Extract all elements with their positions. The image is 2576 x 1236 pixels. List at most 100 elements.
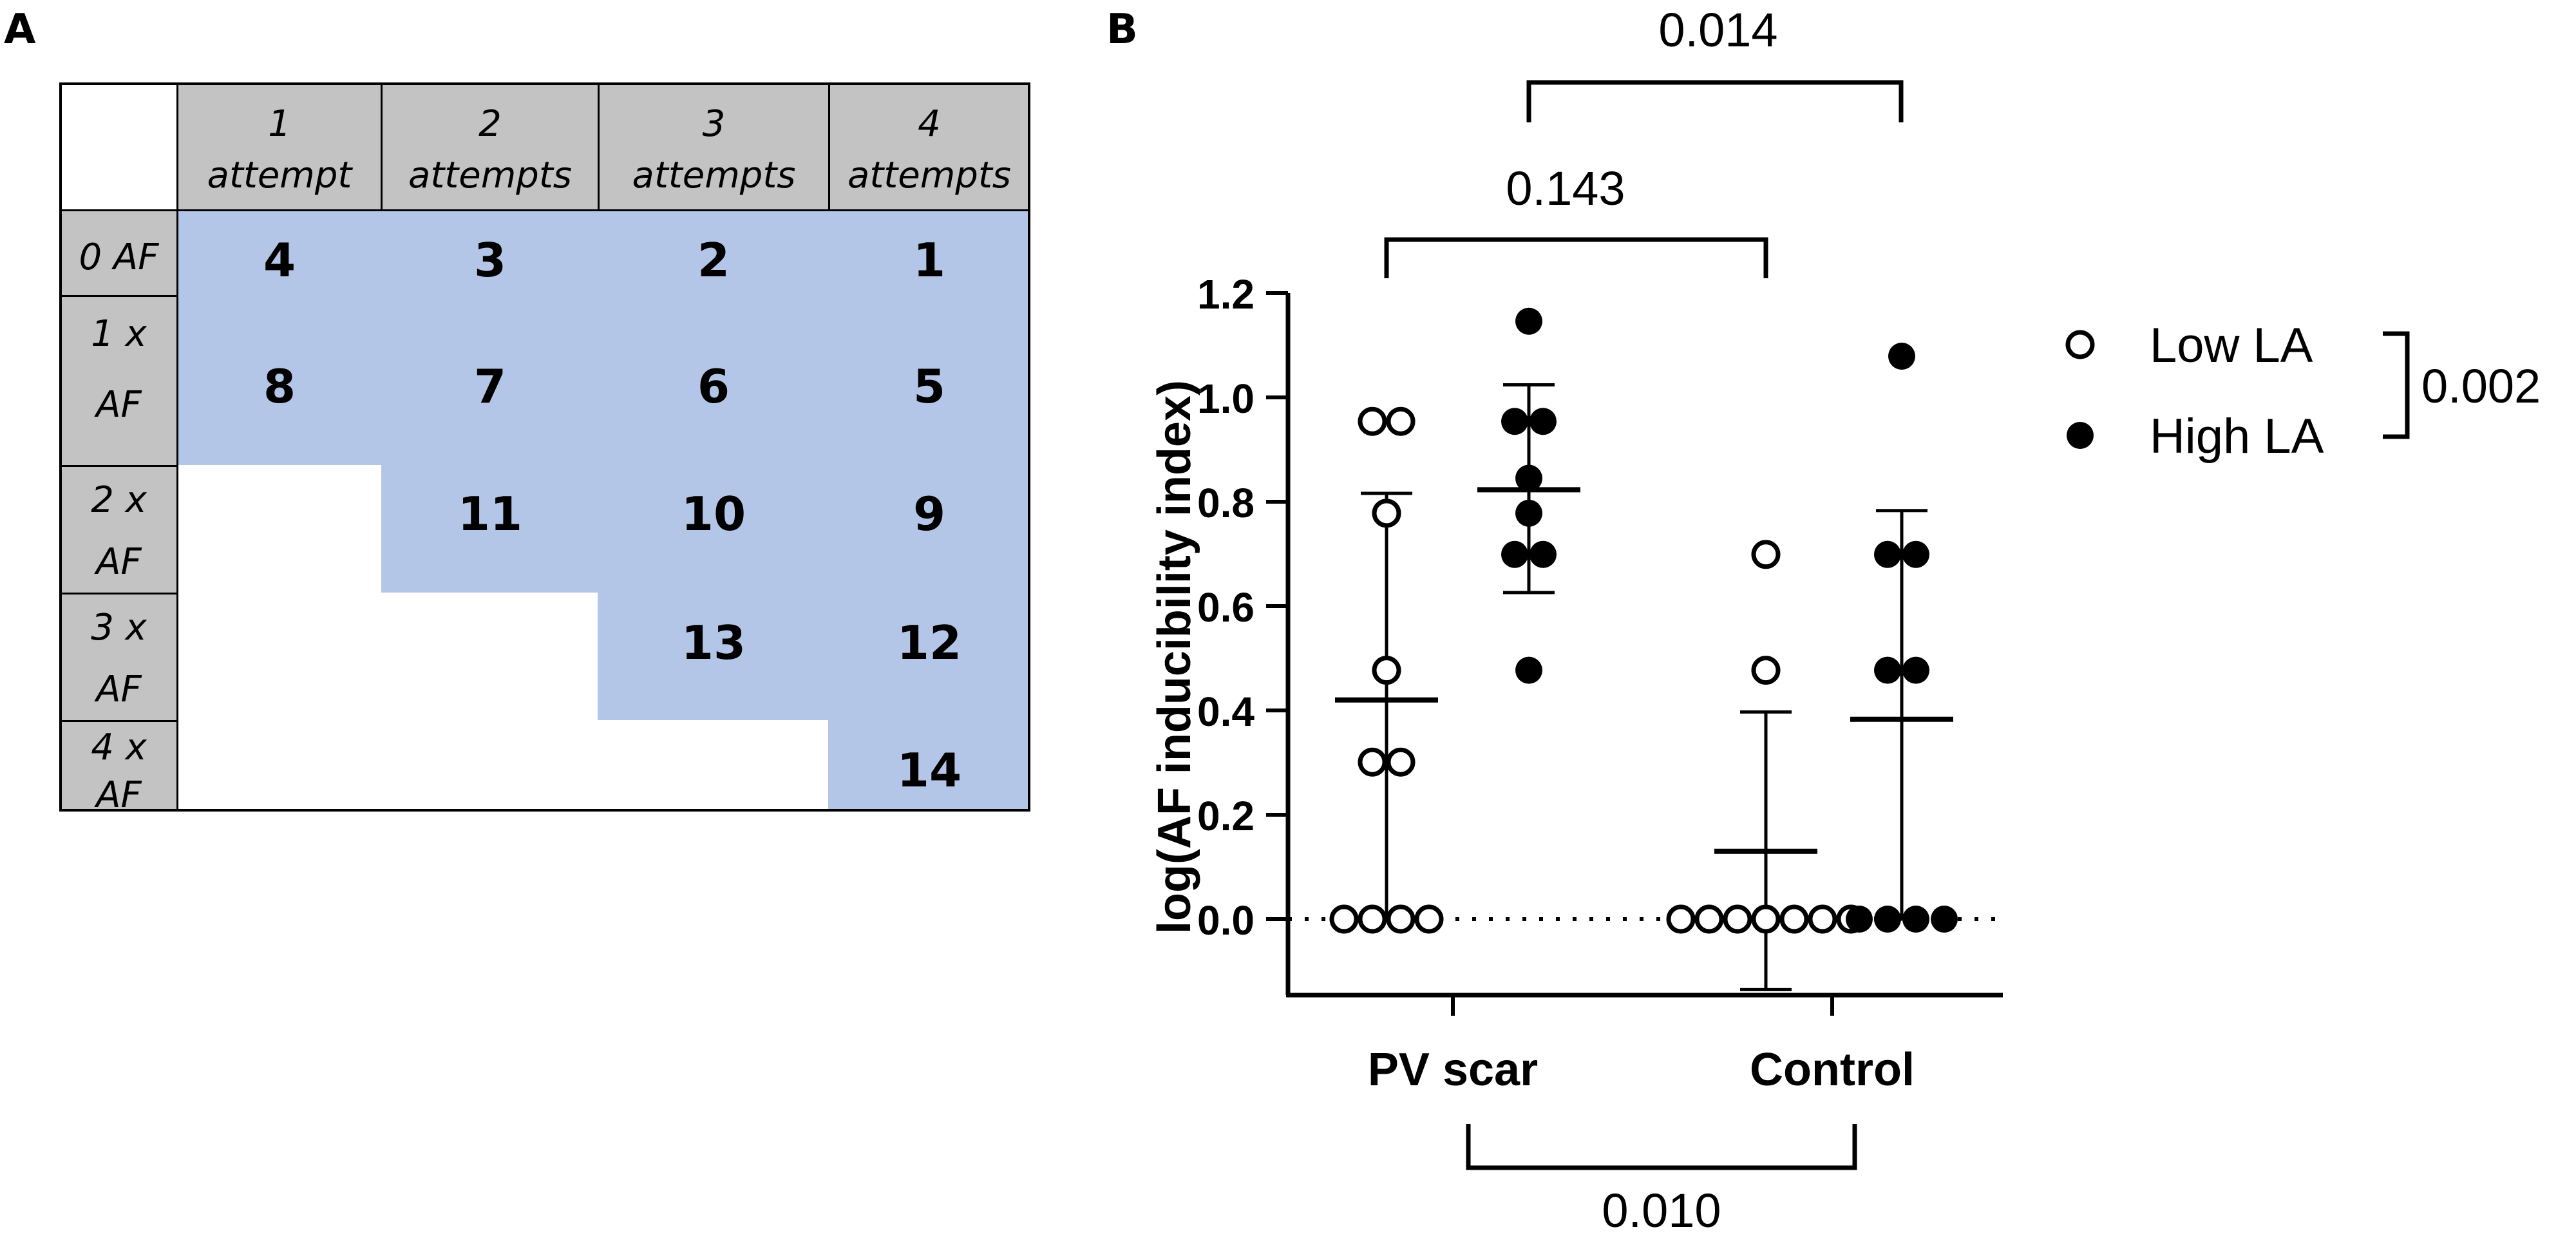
col-header-3-line1: 3 xyxy=(702,103,726,145)
panel-b-label: B xyxy=(1106,6,1138,53)
high-la-point xyxy=(1515,307,1542,335)
low-la-point xyxy=(1358,747,1387,777)
col-header-3: 3 attempts xyxy=(598,82,830,211)
low-la-point xyxy=(1386,406,1416,436)
comparison-brackets xyxy=(1384,80,2410,1170)
y-ticks: 0.0 0.2 0.4 0.6 0.8 1.0 1.2 xyxy=(1197,271,1288,944)
col-header-1: 1 attempt xyxy=(176,82,383,211)
low-la-point xyxy=(1808,904,1837,934)
high-la-point xyxy=(1931,906,1958,933)
cell-block-row-3 xyxy=(598,593,1030,720)
low-la-point xyxy=(1358,904,1387,934)
col-header-2: 2 attempts xyxy=(381,82,600,211)
y-tick-label: 0.6 xyxy=(1197,584,1255,631)
cell-r0-c0: 4 xyxy=(263,233,296,287)
row-header-1: 1 x AF xyxy=(59,295,178,467)
low-la-point xyxy=(1386,747,1416,777)
data-points xyxy=(1329,307,1958,934)
y-tick-label: 0.0 xyxy=(1197,897,1255,944)
cell-block-rows-0-1 xyxy=(176,210,1030,465)
legend-marker-high-la xyxy=(2067,422,2094,449)
cell-block-row-4 xyxy=(828,720,1030,812)
col-header-2-line1: 2 xyxy=(478,103,502,145)
row-header-1-line2: AF xyxy=(96,384,142,426)
col-header-2-line2: attempts xyxy=(408,155,572,196)
cell-block-row-2 xyxy=(381,465,1030,593)
attempts-table: 1 attempt 2 attempts 3 attempts 4 attemp… xyxy=(59,82,1030,816)
row-header-3-line2: AF xyxy=(96,669,142,710)
cell-r3-c2: 13 xyxy=(681,616,746,670)
error-bars xyxy=(1335,383,1953,991)
low-la-point xyxy=(1329,904,1359,934)
high-la-point xyxy=(1515,464,1542,492)
low-la-point xyxy=(1779,904,1809,934)
panel-a-label: A xyxy=(4,6,36,53)
low-la-point xyxy=(1414,904,1444,934)
x-category-control: Control xyxy=(1750,1044,1915,1096)
col-header-4: 4 attempts xyxy=(828,82,1030,211)
col-header-3-line2: attempts xyxy=(632,155,796,196)
cell-r2-c3: 9 xyxy=(913,487,946,541)
row-header-0: 0 AF xyxy=(59,209,178,297)
high-la-point xyxy=(1515,499,1542,527)
high-la-point xyxy=(1874,540,1901,568)
legend xyxy=(2065,330,2095,449)
low-la-point xyxy=(1723,904,1752,934)
high-la-point xyxy=(1874,906,1901,933)
y-tick-label: 1.0 xyxy=(1197,376,1255,422)
high-la-point xyxy=(1530,540,1557,568)
bracket-legend xyxy=(2383,331,2410,439)
cell-r1-c3: 5 xyxy=(913,359,946,414)
low-la-point xyxy=(1358,406,1387,436)
row-header-2-line1: 2 x xyxy=(91,479,147,521)
bracket-low-la xyxy=(1384,237,1768,278)
y-tick-label: 0.8 xyxy=(1197,480,1255,526)
low-la-point xyxy=(1694,904,1724,934)
p-value-high-la-groups: 0.014 xyxy=(1658,3,1777,57)
p-value-low-vs-high-la: 0.002 xyxy=(2421,359,2541,413)
legend-label-low-la: Low LA xyxy=(2150,318,2313,373)
cell-r2-c2: 10 xyxy=(681,487,746,541)
cell-r0-c3: 1 xyxy=(913,233,946,287)
col-header-4-line1: 4 xyxy=(918,103,941,145)
y-tick-label: 0.2 xyxy=(1197,793,1255,839)
cell-r1-c0: 8 xyxy=(263,359,296,414)
low-la-point xyxy=(1386,904,1416,934)
high-la-point xyxy=(1902,906,1929,933)
legend-label-high-la: High LA xyxy=(2150,409,2324,464)
high-la-point xyxy=(1501,408,1528,435)
low-la-point xyxy=(1751,904,1781,934)
row-header-2: 2 x AF xyxy=(59,465,178,594)
high-la-point xyxy=(1902,656,1929,684)
y-tick-label: 1.2 xyxy=(1197,271,1255,318)
p-value-low-la-groups: 0.143 xyxy=(1506,162,1625,215)
row-header-2-line2: AF xyxy=(96,541,142,583)
row-header-4-line2: AF xyxy=(96,774,142,816)
p-value-pv-scar-vs-control: 0.010 xyxy=(1602,1184,1721,1236)
bracket-pv-scar-vs-control xyxy=(1466,1124,1857,1170)
col-header-1-line2: attempt xyxy=(207,155,352,196)
row-header-0-line1: 0 AF xyxy=(79,236,159,278)
legend-marker-low-la xyxy=(2065,330,2095,359)
low-la-point xyxy=(1372,656,1401,685)
high-la-point xyxy=(1501,540,1528,568)
row-header-3-line1: 3 x xyxy=(91,607,147,649)
col-header-4-line2: attempts xyxy=(848,155,1011,196)
low-la-point xyxy=(1751,540,1781,569)
cell-r1-c2: 6 xyxy=(697,359,730,414)
row-header-4: 4 x AF xyxy=(59,720,178,816)
y-tick-label: 0.4 xyxy=(1197,689,1255,735)
row-header-1-line1: 1 x xyxy=(91,313,147,355)
cell-r0-c1: 3 xyxy=(473,233,507,287)
high-la-point xyxy=(1888,343,1915,370)
low-la-point xyxy=(1372,499,1401,528)
row-header-3: 3 x AF xyxy=(59,593,178,722)
cell-r1-c1: 7 xyxy=(473,359,507,414)
high-la-point xyxy=(1874,656,1901,684)
low-la-point xyxy=(1751,656,1781,685)
bracket-high-la xyxy=(1526,80,1904,122)
high-la-point xyxy=(1530,408,1557,435)
y-axis-label: log(AF inducibility index) xyxy=(1149,380,1200,934)
low-la-point xyxy=(1666,904,1696,934)
high-la-point xyxy=(1902,540,1929,568)
